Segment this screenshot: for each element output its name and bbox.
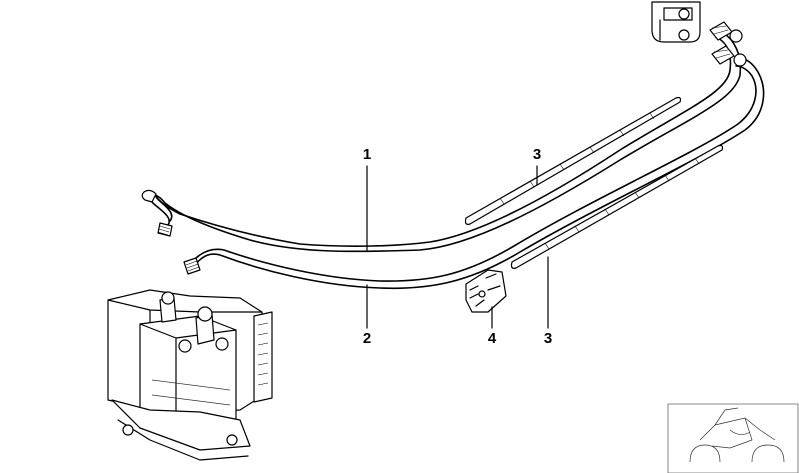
protective-sleeve-upper [464,96,682,225]
callout-label-3a: 3 [532,146,542,163]
callout-label-3b: 3 [543,330,553,347]
brake-line-2 [183,45,765,290]
mounting-bracket [651,1,701,43]
leader-lines [366,165,549,329]
line-clip [465,269,507,313]
brake-line-1 [141,21,743,253]
fitting-right-upper [709,21,743,43]
abs-pressure-modulator [107,289,273,461]
protective-sleeve-lower [510,144,724,269]
fitting-left-upper [141,189,173,237]
fitting-right-lower [711,45,747,67]
callout-label-1: 1 [362,146,372,163]
motorcycle-thumbnail [667,403,799,473]
callout-label-4: 4 [487,330,497,347]
fitting-left-lower [183,257,201,275]
callout-label-2: 2 [362,330,372,347]
